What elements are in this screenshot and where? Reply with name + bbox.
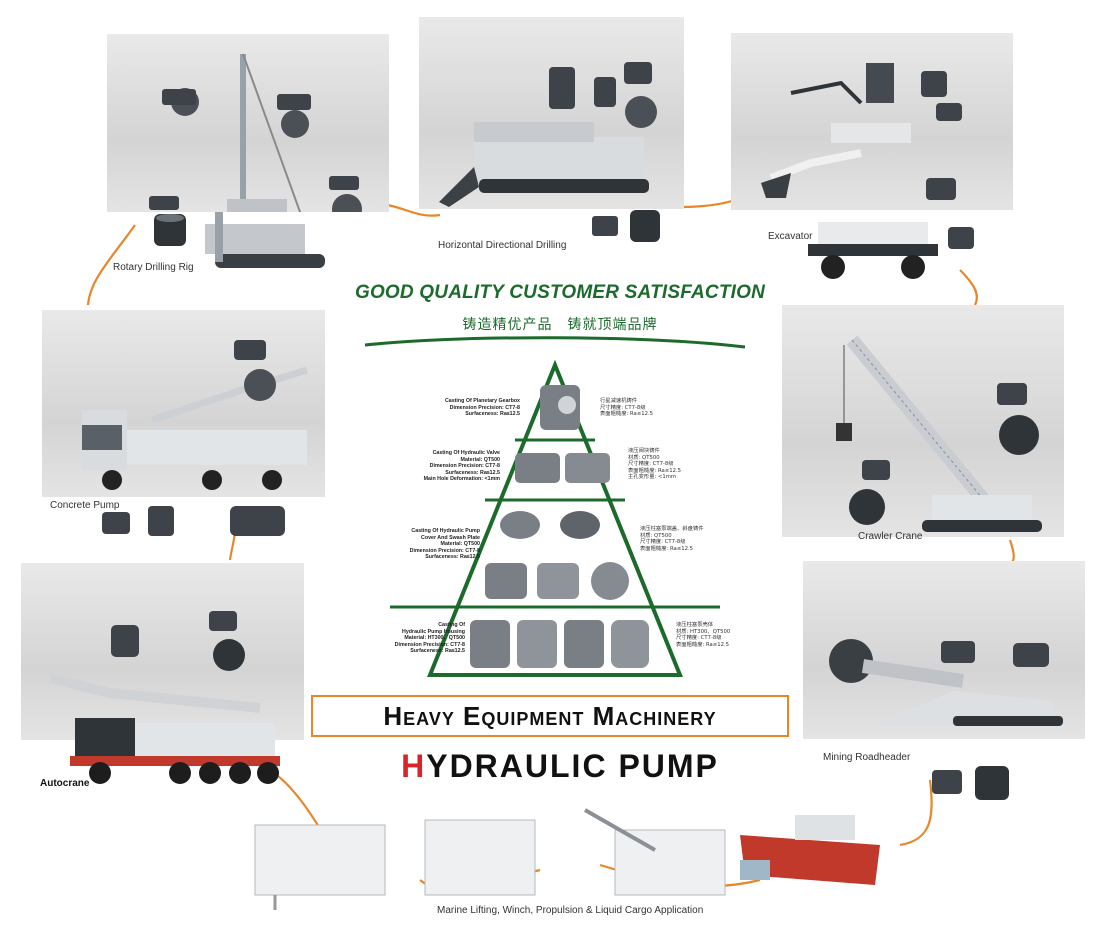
hdd-panel (419, 17, 684, 209)
rotary-drilling-rig-illustration (149, 53, 362, 212)
castings-pyramid (364, 336, 746, 677)
rotary-caption: Rotary Drilling Rig (113, 262, 194, 273)
tier-4-label: Casting Of Hydraulic Pump Housing Materi… (394, 622, 465, 655)
rotary-drilling-rig-panel (107, 34, 389, 212)
rotary-gearbox-icon (154, 214, 186, 246)
crawler-caption: Crawler Crane (858, 531, 923, 542)
mining-caption: Mining Roadheader (823, 752, 911, 763)
headline: GOOD QUALITY CUSTOMER SATISFACTION (354, 282, 766, 303)
tier-1-note: 行星减速机铸件 尺寸精度: CT7-8级 表面粗糙度: Ra≤12.5 (600, 398, 653, 418)
autocrane-truck (48, 673, 280, 784)
hdd-illustration (439, 62, 657, 207)
tier-3-note: 液压柱塞泵端盖、斜盘铸件 材质: QT500 尺寸精度: CT7-8级 表面粗糙… (640, 526, 704, 552)
autocrane-illustration (111, 611, 245, 671)
marine-illustration (254, 808, 880, 910)
rotary-rig-base (205, 212, 325, 268)
concrete-pump-panel (42, 310, 325, 497)
mining-roadheader-panel (803, 561, 1085, 739)
tier-2-label: Casting Of Hydraulic Valve Material: QT5… (423, 450, 500, 483)
excavator-panel (731, 33, 1013, 210)
hydraulic-pump-title-initial: H (401, 748, 427, 784)
marine-caption: Marine Lifting, Winch, Propulsion & Liqu… (437, 905, 704, 916)
tier-3-label: Casting Of Hydraulic Pump Cover And Swas… (409, 528, 480, 561)
excavator-wheeled-base (808, 222, 974, 279)
tier-1-label: Casting Of Planetary Gearbox Dimension P… (444, 398, 520, 418)
hdd-motor-icon (592, 210, 660, 242)
title-main: Heavy Equipment Machinery (383, 700, 717, 731)
subheadline: 铸造精优产品 铸就顶端品牌 (462, 317, 658, 333)
crawler-crane-panel (782, 305, 1064, 537)
excavator-caption: Excavator (768, 231, 813, 242)
hydraulic-pump-title-rest: YDRAULIC PUMP (426, 748, 719, 784)
tier-4-note: 液压柱塞泵壳体 材质: HT300、QT500 尺寸精度: CT7-8级 表面粗… (676, 622, 731, 648)
mining-motors-icon (932, 766, 1009, 800)
hydraulic-pump-title: HYDRAULIC PUMP (300, 748, 820, 785)
autocrane-caption: Autocrane (40, 778, 90, 789)
title-box: Heavy Equipment Machinery (311, 695, 789, 737)
crawler-crane-illustration (836, 335, 1042, 532)
concrete-pump-illustration (82, 340, 309, 490)
concrete-motors-icon (102, 506, 285, 536)
excavator-illustration (761, 63, 962, 200)
hdd-caption: Horizontal Directional Drilling (438, 240, 567, 251)
tier-2-note: 液压阀块铸件 材质: QT500 尺寸精度: CT7-8级 表面粗糙度: Ra≤… (628, 448, 681, 481)
concrete-caption: Concrete Pump (50, 500, 120, 511)
mining-roadheader-illustration (829, 639, 1063, 726)
